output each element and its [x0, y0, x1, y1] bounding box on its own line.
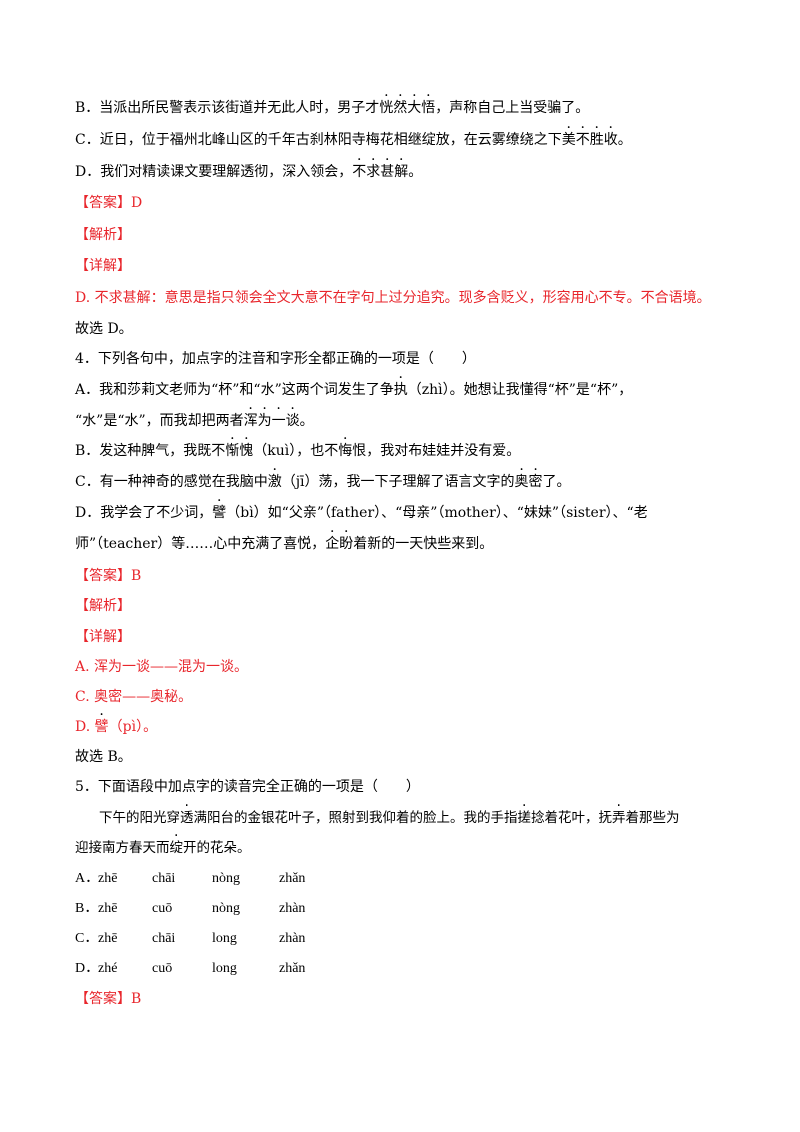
- option-label: D．: [75, 961, 100, 976]
- dotted-char: 甚: [380, 164, 394, 180]
- dotted-char: 恍: [379, 100, 393, 116]
- dotted-char: 奥: [515, 474, 529, 490]
- question-4: 4．下列各句中，加点字的注音和字形全都正确的一项是（ ）: [75, 351, 476, 367]
- q3-option-c: C．近日，位于福州北峰山区的千年古刹林阳寺梅花相继绽放，在云雾缭绕之下美不胜收。: [75, 130, 632, 150]
- q4-option-a-line1: A．我和莎莉文老师为“杯”和“水”这两个词发生了争执（zhì）。她想让我懂得“杯…: [75, 380, 632, 400]
- option-label: B．: [75, 901, 99, 916]
- option-pinyin: zhǎn: [279, 871, 306, 886]
- answer-5: 【答案】B: [75, 989, 141, 1009]
- explanation-4a: A. 浑为一谈——混为一谈。: [75, 659, 249, 675]
- dotted-char: 譬: [212, 505, 226, 521]
- conclusion-3: 故选 D。: [75, 321, 133, 337]
- question-5: 5．下面语段中加点字的读音完全正确的一项是（ ）: [75, 779, 420, 795]
- dotted-char: 企: [325, 536, 339, 552]
- option-pinyin: zhē: [98, 931, 118, 946]
- dotted-char: 求: [366, 164, 380, 180]
- dotted-char: 悟: [421, 100, 435, 116]
- dotted-char: 谈: [286, 413, 300, 429]
- dotted-char: 美: [562, 132, 576, 148]
- option-label: C．: [75, 931, 99, 946]
- q3-option-b: B．当派出所民警表示该街道并无此人时，男子才恍然大悟，声称自己上当受骗了。: [75, 98, 589, 118]
- dotted-char: 解: [394, 164, 408, 180]
- dotted-char: 然: [393, 100, 407, 116]
- explanation-4c: C. 奥密——奥秘。: [75, 689, 193, 705]
- option-label: A．: [75, 871, 100, 886]
- option-pinyin: long: [212, 961, 237, 976]
- dotted-char: 不: [576, 132, 590, 148]
- dotted-char: 密: [529, 474, 543, 490]
- option-pinyin: zhǎn: [279, 961, 306, 976]
- detail-tag-4: 【详解】: [75, 629, 131, 645]
- option-pinyin: zhé: [98, 961, 118, 976]
- dotted-char: 绽: [170, 840, 184, 856]
- q3-option-d: D．我们对精读课文要理解透彻，深入领会，不求甚解。: [75, 162, 422, 182]
- answer-tag: 【答案】: [75, 568, 131, 584]
- explanation-3: D. 不求甚解：意思是指只领会全文大意不在字句上过分追究。现多含贬义，形容用心不…: [75, 290, 711, 306]
- dotted-char: 一: [272, 413, 286, 429]
- option-pinyin: nòng: [212, 871, 240, 886]
- answer-tag: 【答案】: [75, 991, 131, 1007]
- option-pinyin: zhē: [98, 871, 118, 886]
- option-pinyin: cuō: [152, 961, 173, 976]
- dotted-char: 悔: [338, 443, 352, 459]
- q4-option-a-line2: “水”是“水”，而我却把两者浑为一谈。: [75, 411, 314, 431]
- answer-4: 【答案】B: [75, 566, 141, 586]
- option-pinyin: zhē: [98, 901, 118, 916]
- option-pinyin: chāi: [152, 871, 176, 886]
- dotted-char: 浑: [244, 413, 258, 429]
- answer-value: B: [131, 991, 142, 1007]
- q5-passage-line2: 迎接南方春天而绽开的花朵。: [75, 838, 251, 858]
- analysis-tag-3: 【解析】: [75, 227, 131, 243]
- dotted-char: 盼: [339, 536, 353, 552]
- option-pinyin: cuō: [152, 901, 173, 916]
- detail-tag-3: 【详解】: [75, 258, 131, 274]
- dotted-char: 搓: [518, 810, 532, 826]
- dotted-char: 惭: [225, 443, 239, 459]
- option-pinyin: zhàn: [279, 931, 306, 946]
- option-pinyin: zhàn: [279, 901, 306, 916]
- conclusion-4: 故选 B。: [75, 749, 132, 765]
- q4-option-d-line1: D．我学会了不少词，譬（bì）如“父亲”（father）、“母亲”（mother…: [75, 503, 648, 523]
- answer-value: D: [131, 195, 143, 211]
- dotted-char: 收: [604, 132, 618, 148]
- dotted-char: 大: [407, 100, 421, 116]
- dotted-char: 不: [352, 164, 366, 180]
- dotted-char: 透: [180, 810, 194, 826]
- option-pinyin: nòng: [212, 901, 240, 916]
- dotted-char: 胜: [590, 132, 604, 148]
- dotted-char: 愧: [239, 443, 253, 459]
- dotted-char: 譬: [95, 719, 109, 735]
- explanation-4d: D. 譬（pì）。: [75, 717, 157, 737]
- q5-passage-line1: 下午的阳光穿透满阳台的金银花叶子，照射到我仰着的脸上。我的手指搓捻着花叶，抚弄着…: [99, 808, 680, 828]
- option-pinyin: chāi: [152, 931, 176, 946]
- q4-option-d-line2: 师”（teacher）等……心中充满了喜悦，企盼着新的一天快些来到。: [75, 534, 493, 554]
- dotted-char: 执: [394, 382, 408, 398]
- q4-option-b: B．发这种脾气，我既不惭愧（kuì），也不悔恨，我对布娃娃并没有爱。: [75, 441, 520, 461]
- q4-option-c: C．有一种神奇的感觉在我脑中激（jī）荡，我一下子理解了语言文字的奥密了。: [75, 472, 571, 492]
- answer-3: 【答案】D: [75, 193, 142, 213]
- answer-tag: 【答案】: [75, 195, 131, 211]
- option-pinyin: long: [212, 931, 237, 946]
- answer-value: B: [131, 568, 142, 584]
- dotted-char: 激: [268, 474, 282, 490]
- dotted-char: 为: [258, 413, 272, 429]
- dotted-char: 弄: [612, 810, 626, 826]
- analysis-tag-4: 【解析】: [75, 598, 131, 614]
